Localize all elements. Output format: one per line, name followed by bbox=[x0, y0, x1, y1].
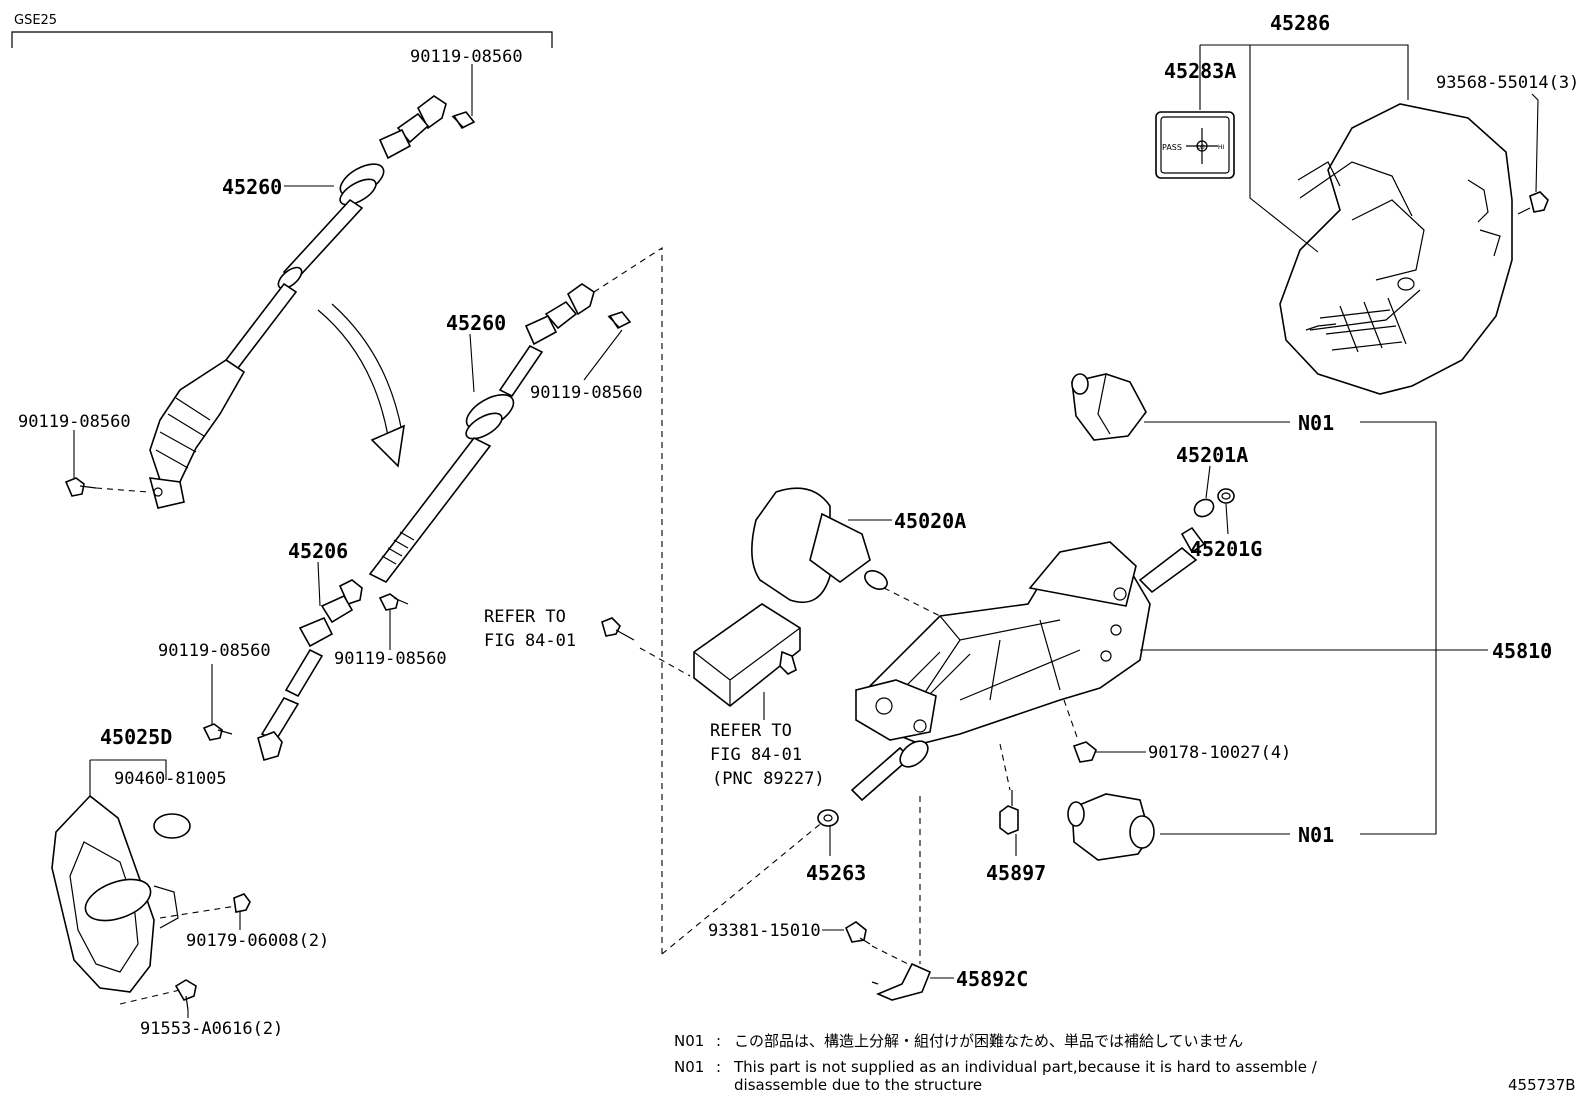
dash-90119-left bbox=[95, 487, 149, 493]
dash-90179 bbox=[159, 905, 237, 919]
label-45201G[interactable]: 45201G bbox=[1190, 537, 1262, 561]
nut-90178[interactable] bbox=[1072, 741, 1097, 763]
leader-90119-mid bbox=[583, 329, 623, 381]
intermediate-shaft-lower[interactable] bbox=[257, 579, 363, 761]
bolt-45897[interactable] bbox=[999, 790, 1019, 835]
label-90119-top[interactable]: 90119-08560 bbox=[410, 47, 523, 67]
label-45025D[interactable]: 45025D bbox=[100, 725, 172, 749]
label-91553[interactable]: 91553-A0616(2) bbox=[140, 1019, 283, 1039]
label-45206[interactable]: 45206 bbox=[288, 539, 348, 563]
refer1-line2[interactable]: FIG 84-01 bbox=[484, 631, 576, 651]
leader-45201G bbox=[1225, 503, 1229, 535]
leader-93568 bbox=[1531, 93, 1539, 193]
bolt-refer1[interactable] bbox=[601, 617, 635, 641]
note-jp: N01 : この部品は、構造上分解・組付けが困難なため、単品では補給していません bbox=[674, 1032, 1243, 1050]
sensor-n01-bottom[interactable] bbox=[1067, 793, 1155, 861]
note-en: N01 : This part is not supplied as an in… bbox=[674, 1058, 1318, 1094]
label-45892C[interactable]: 45892C bbox=[956, 967, 1028, 991]
screw-93568[interactable] bbox=[1517, 191, 1549, 215]
refer1-line1[interactable]: REFER TO bbox=[484, 607, 566, 627]
switch-plate-45283A[interactable]: PASS LO HI bbox=[1155, 111, 1235, 179]
label-45810[interactable]: 45810 bbox=[1492, 639, 1552, 663]
plate-lo: LO bbox=[1197, 144, 1205, 151]
label-n01-bottom[interactable]: N01 bbox=[1298, 823, 1334, 847]
note-en-text2: disassemble due to the structure bbox=[734, 1076, 982, 1094]
nut-45201A[interactable] bbox=[1191, 496, 1216, 520]
intermediate-shaft-upper[interactable] bbox=[148, 95, 447, 509]
column-cover[interactable] bbox=[1279, 103, 1513, 395]
column-hole-cover[interactable] bbox=[51, 794, 191, 993]
bolt-90119-top[interactable] bbox=[451, 111, 476, 130]
steering-column-assembly[interactable] bbox=[850, 526, 1206, 802]
bolt-93381[interactable] bbox=[844, 921, 871, 945]
plate-hi: HI bbox=[1218, 144, 1225, 151]
nut-90179[interactable] bbox=[233, 893, 251, 913]
bolt-91553[interactable] bbox=[174, 979, 197, 1011]
leader-45286-right bbox=[1250, 44, 1409, 100]
leader-45201A bbox=[1205, 465, 1211, 499]
label-90119-a[interactable]: 90119-08560 bbox=[158, 641, 271, 661]
note-jp-sep: : bbox=[716, 1032, 721, 1050]
label-n01-top[interactable]: N01 bbox=[1298, 411, 1334, 435]
ecu-module[interactable] bbox=[693, 603, 801, 708]
leader-90460 bbox=[90, 759, 167, 780]
refer2-line3[interactable]: (PNC 89227) bbox=[712, 769, 825, 789]
dash-45897 bbox=[999, 743, 1011, 791]
label-90119-left[interactable]: 90119-08560 bbox=[18, 412, 131, 432]
diagram-id: 455737B bbox=[1508, 1076, 1576, 1094]
washer-45263[interactable] bbox=[817, 809, 839, 827]
dash-boundary-diag bbox=[661, 815, 831, 955]
note-jp-text: この部品は、構造上分解・組付けが困難なため、単品では補給していません bbox=[734, 1032, 1243, 1050]
plate-pass: PASS bbox=[1162, 143, 1182, 152]
dash-45892C bbox=[871, 945, 913, 967]
bolt-90119-a[interactable] bbox=[202, 723, 233, 741]
sensor-n01-top[interactable] bbox=[1071, 373, 1147, 441]
label-45286[interactable]: 45286 bbox=[1270, 11, 1330, 35]
leader-45286-left bbox=[1249, 45, 1319, 253]
label-45897[interactable]: 45897 bbox=[986, 861, 1046, 885]
tilt-motor[interactable] bbox=[751, 487, 891, 604]
bracket-45892C[interactable] bbox=[871, 962, 932, 1001]
refer2-line1[interactable]: REFER TO bbox=[710, 721, 792, 741]
label-45201A[interactable]: 45201A bbox=[1176, 443, 1248, 467]
bolt-90119-left[interactable] bbox=[64, 477, 97, 497]
dash-45020A bbox=[883, 587, 949, 621]
bracket-n01 bbox=[1360, 421, 1437, 835]
label-45283A[interactable]: 45283A bbox=[1164, 59, 1236, 83]
dash-90178 bbox=[1063, 699, 1079, 741]
leader-45260-mid bbox=[469, 333, 475, 393]
label-45020A[interactable]: 45020A bbox=[894, 509, 966, 533]
label-93568[interactable]: 93568-55014(3) bbox=[1436, 73, 1579, 93]
intermediate-shaft-middle[interactable] bbox=[368, 283, 595, 584]
label-90119-b[interactable]: 90119-08560 bbox=[334, 649, 447, 669]
label-90178[interactable]: 90178-10027(4) bbox=[1148, 743, 1291, 763]
note-en-sep: : bbox=[716, 1058, 721, 1076]
label-90179[interactable]: 90179-06008(2) bbox=[186, 931, 329, 951]
label-45260-top[interactable]: 45260 bbox=[222, 175, 282, 199]
label-90460[interactable]: 90460-81005 bbox=[114, 769, 227, 789]
label-90119-mid[interactable]: 90119-08560 bbox=[530, 383, 643, 403]
note-en-code: N01 bbox=[674, 1058, 704, 1076]
note-jp-code: N01 bbox=[674, 1032, 704, 1050]
direction-arrow bbox=[317, 303, 406, 468]
model-bracket: GSE25 bbox=[11, 13, 553, 48]
label-93381[interactable]: 93381-15010 bbox=[708, 921, 821, 941]
washer-45201G[interactable] bbox=[1217, 488, 1235, 504]
leader-45206 bbox=[317, 561, 321, 607]
bolt-90119-mid[interactable] bbox=[607, 311, 632, 330]
dash-refer1 bbox=[639, 647, 691, 677]
label-45263[interactable]: 45263 bbox=[806, 861, 866, 885]
refer2-line2[interactable]: FIG 84-01 bbox=[710, 745, 802, 765]
label-45260-mid[interactable]: 45260 bbox=[446, 311, 506, 335]
model-code: GSE25 bbox=[14, 13, 57, 28]
note-en-text: This part is not supplied as an individu… bbox=[733, 1058, 1318, 1076]
dash-boundary-left bbox=[593, 246, 663, 954]
bolt-90119-b[interactable] bbox=[378, 593, 409, 611]
